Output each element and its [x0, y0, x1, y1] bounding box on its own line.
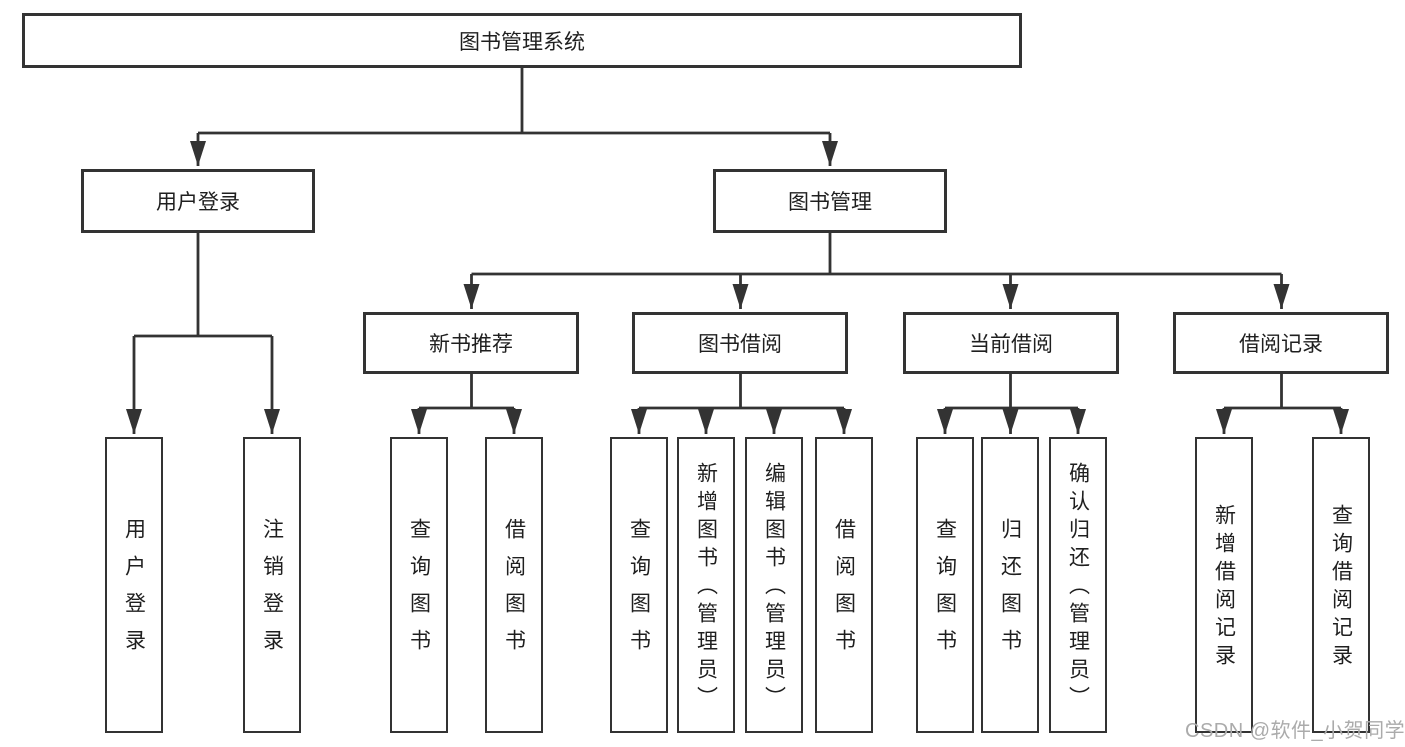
node-new-book-recommend: 新书推荐	[363, 312, 579, 374]
node-book-management: 图书管理	[713, 169, 947, 233]
leaf-user-login: 用户登录	[105, 437, 163, 733]
leaf-return-books: 归还图书	[981, 437, 1039, 733]
leaf-label: 借阅图书	[502, 518, 526, 666]
leaf-query-books-2: 查询图书	[610, 437, 668, 733]
leaf-logout: 注销登录	[243, 437, 301, 733]
leaf-label: 新增图书（管理员）	[694, 462, 718, 714]
leaf-query-books-1: 查询图书	[390, 437, 448, 733]
leaf-label: 查询借阅记录	[1329, 504, 1353, 672]
leaf-label: 查询图书	[627, 518, 651, 666]
leaf-edit-books-admin: 编辑图书（管理员）	[745, 437, 803, 733]
leaf-add-books-admin: 新增图书（管理员）	[677, 437, 735, 733]
leaf-label: 用户登录	[122, 518, 146, 666]
leaf-query-books-3: 查询图书	[916, 437, 974, 733]
leaf-borrow-books-1: 借阅图书	[485, 437, 543, 733]
leaf-label: 归还图书	[998, 518, 1022, 666]
leaf-borrow-books-2: 借阅图书	[815, 437, 873, 733]
node-current-borrow: 当前借阅	[903, 312, 1119, 374]
leaf-label: 查询图书	[933, 518, 957, 666]
leaf-label: 编辑图书（管理员）	[762, 462, 786, 714]
leaf-label: 新增借阅记录	[1212, 504, 1236, 672]
leaf-add-borrow-record: 新增借阅记录	[1195, 437, 1253, 733]
node-user-login: 用户登录	[81, 169, 315, 233]
leaf-label: 借阅图书	[832, 518, 856, 666]
node-book-borrow: 图书借阅	[632, 312, 848, 374]
leaf-label: 确认归还（管理员）	[1066, 462, 1090, 714]
csdn-watermark: CSDN @软件_小贺同学	[1185, 720, 1405, 742]
node-borrow-records: 借阅记录	[1173, 312, 1389, 374]
leaf-label: 注销登录	[260, 518, 284, 666]
node-library-system: 图书管理系统	[22, 13, 1022, 68]
leaf-label: 查询图书	[407, 518, 431, 666]
leaf-query-borrow-record: 查询借阅记录	[1312, 437, 1370, 733]
leaf-confirm-return-admin: 确认归还（管理员）	[1049, 437, 1107, 733]
